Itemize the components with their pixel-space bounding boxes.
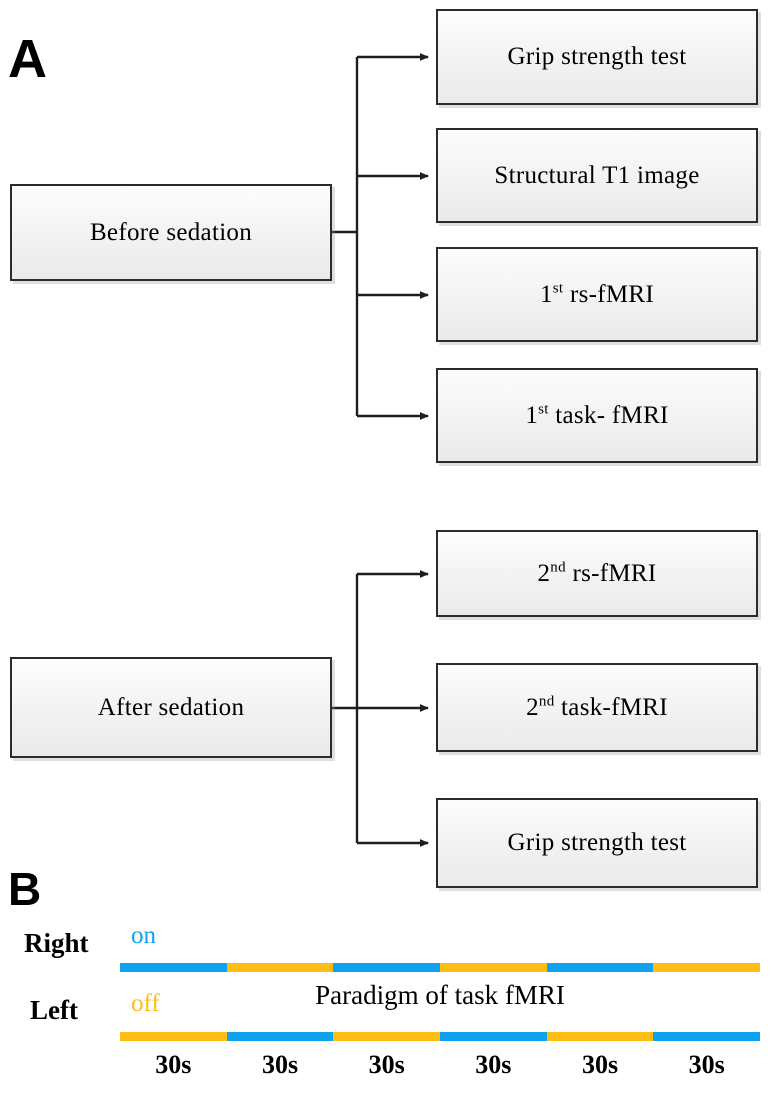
flow-box-second-task-fmri[interactable]: 2nd task-fMRI [436,663,758,752]
paradigm-duration-axis: 30s 30s 30s 30s 30s 30s [120,1050,760,1080]
duration-label: 30s [688,1050,725,1079]
flow-box-ordinal-suffix: nd [550,559,566,576]
flow-box-after-sedation[interactable]: After sedation [10,657,332,758]
paradigm-block-off [333,1032,441,1041]
paradigm-block-on [226,1032,334,1041]
flow-box-grip-strength-test-1[interactable]: Grip strength test [436,9,758,105]
flow-box-before-sedation[interactable]: Before sedation [10,184,332,281]
flow-box-label: Grip strength test [507,829,687,856]
flow-box-text: Structural T1 image [494,162,699,190]
flow-box-structural-t1-image[interactable]: Structural T1 image [436,128,758,223]
paradigm-row-label-right: Right [24,928,89,958]
paradigm-block-off [226,963,334,972]
task-fmri-paradigm-chart: Right Left on off Paradigm of task fMRI … [0,890,774,1099]
paradigm-title: Paradigm of task fMRI [315,980,565,1010]
duration-label: 30s [261,1050,299,1079]
paradigm-block-off [120,1032,227,1041]
flow-box-text: 2nd task-fMRI [526,694,668,722]
paradigm-bar-left [120,1032,761,1041]
flow-box-prefix: 1 [539,280,553,308]
flow-box-label: task-fMRI [554,693,668,721]
duration-label: 30s [581,1050,619,1079]
flow-box-text: 1st task- fMRI [525,402,668,430]
paradigm-block-off [546,1032,654,1041]
paradigm-row-label-left: Left [30,995,78,1025]
paradigm-block-on [333,963,441,972]
paradigm-block-off [440,963,547,972]
legend-label-off: off [131,990,160,1017]
legend-label-on: on [131,922,156,949]
flow-box-label: Grip strength test [507,43,687,70]
flow-box-label: task- fMRI [548,401,669,429]
panel-a-label: A [8,29,47,89]
flow-box-ordinal-suffix: nd [538,693,555,710]
flow-box-label: rs-fMRI [563,280,654,308]
flow-box-first-task-fmri[interactable]: 1st task- fMRI [436,368,758,463]
flow-box-ordinal-suffix: st [538,401,549,418]
flow-box-text: Grip strength test [508,43,687,71]
paradigm-block-on [120,963,227,972]
flow-box-label: Structural T1 image [494,161,700,189]
paradigm-block-off [653,963,761,972]
flow-box-label: Before sedation [89,218,253,246]
flow-box-text: 1st rs-fMRI [540,281,654,309]
flow-box-prefix: 2 [526,693,539,721]
duration-label: 30s [475,1050,512,1079]
duration-label: 30s [155,1050,192,1079]
flow-box-text: 2nd rs-fMRI [537,560,656,588]
flow-box-second-rs-fmri[interactable]: 2nd rs-fMRI [436,530,758,617]
flow-box-grip-strength-test-2[interactable]: Grip strength test [436,798,758,888]
paradigm-block-on [440,1032,547,1041]
flow-box-prefix: 1 [525,401,539,429]
paradigm-bar-right [120,963,761,972]
flow-box-label: After sedation [97,693,245,721]
flow-box-label: rs-fMRI [565,559,657,587]
flow-box-first-rs-fmri[interactable]: 1st rs-fMRI [436,247,758,342]
panel-b-label: B [8,863,42,915]
paradigm-block-on [546,963,654,972]
paradigm-block-on [653,1032,761,1041]
flow-box-prefix: 2 [537,559,551,587]
flow-box-text: Grip strength test [508,829,687,857]
flow-box-ordinal-suffix: st [552,280,564,297]
duration-label: 30s [368,1050,405,1079]
